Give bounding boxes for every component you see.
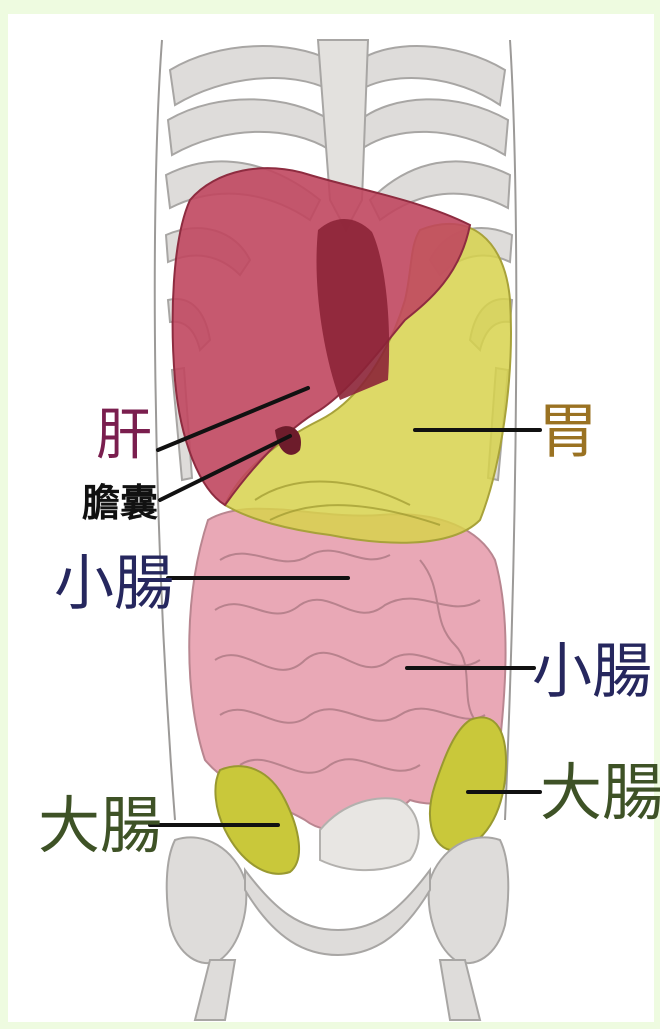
label-small-intestine-right: 小腸 — [532, 642, 652, 702]
label-gallbladder: 膽囊 — [82, 484, 158, 522]
label-small-intestine-left: 小腸 — [54, 554, 174, 614]
label-large-intestine-left: 大腸 — [38, 795, 162, 857]
label-large-intestine-right: 大腸 — [540, 762, 660, 824]
label-liver: 肝 — [96, 408, 152, 464]
label-stomach: 胃 — [538, 402, 598, 462]
